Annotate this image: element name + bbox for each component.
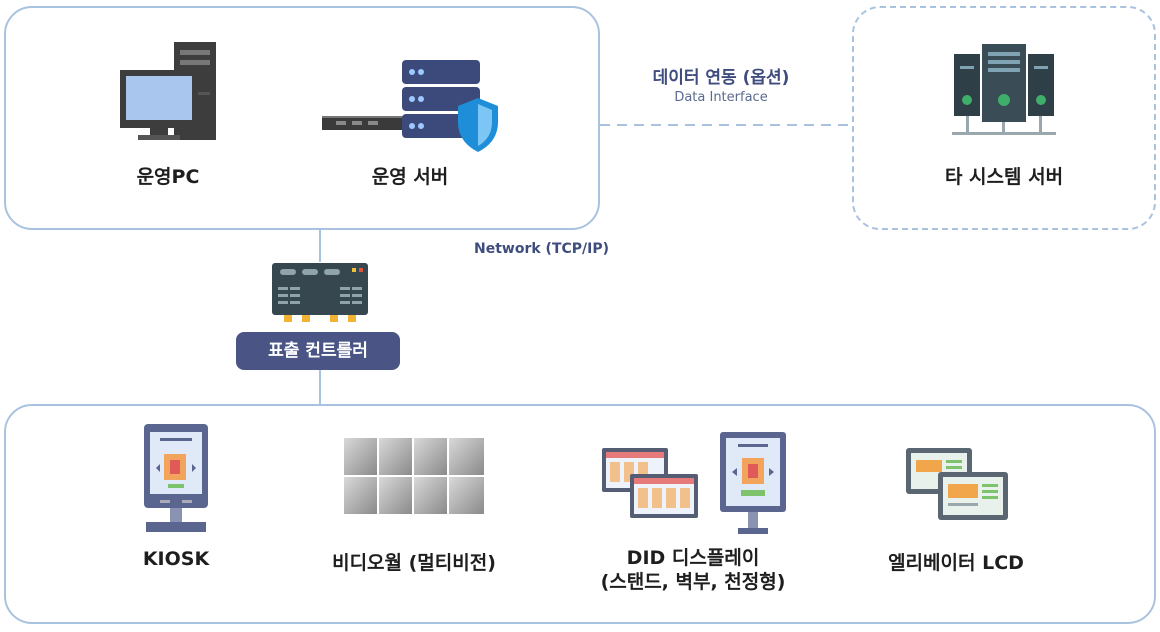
kiosk-icon — [144, 424, 208, 532]
server-shield-icon — [322, 60, 498, 152]
device-label-video-wall: 비디오월 (멀티비전) — [332, 552, 496, 574]
data-interface-label: 데이터 연동 (옵션) — [652, 68, 790, 88]
elevator-lcd-icon — [906, 448, 1008, 520]
device-label-kiosk: KIOSK — [142, 548, 210, 570]
operations-group-box — [4, 6, 600, 230]
device-label-did-display: DID 디스플레이 (스탠드, 벽부, 천정형) — [601, 546, 786, 594]
did-label-line2: (스탠드, 벽부, 천정형) — [600, 571, 786, 593]
network-label: Network (TCP/IP) — [474, 241, 610, 257]
server-rack-icon — [952, 44, 1056, 135]
node-label-operations-pc: 운영PC — [136, 166, 200, 188]
node-label-external-server: 타 시스템 서버 — [944, 166, 1064, 188]
controller-device-icon — [272, 263, 368, 322]
data-interface-sublabel: Data Interface — [674, 90, 768, 105]
node-label-operations-server: 운영 서버 — [371, 166, 449, 188]
device-label-elevator-lcd: 엘리베이터 LCD — [888, 552, 1024, 574]
video-wall-icon — [344, 438, 484, 514]
controller-label: 표출 컨트롤러 — [236, 332, 400, 370]
did-display-icon — [602, 432, 786, 534]
did-label-line1: DID 디스플레이 — [626, 547, 760, 569]
desktop-pc-icon — [120, 42, 216, 140]
